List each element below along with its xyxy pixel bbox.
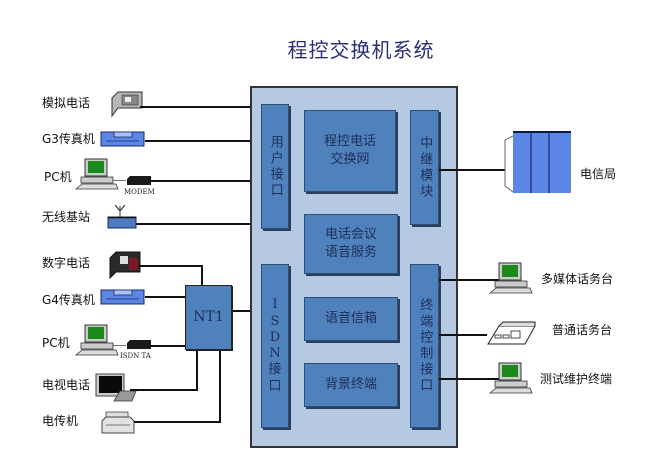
conference-line-1: 电话会议 — [324, 227, 377, 243]
isdn-ta-label: ISDN TA — [120, 352, 151, 360]
terminal-control-block: 终端控制接口 — [410, 264, 439, 428]
label-telecom-office: 电信局 — [580, 167, 617, 181]
pc-icon — [74, 158, 119, 190]
label-multimedia-console: 多媒体话务台 — [541, 272, 614, 286]
g3-fax-icon — [100, 131, 145, 147]
background-terminal-block: 背景终端 — [304, 363, 398, 407]
label-pc-2: PC机 — [42, 336, 70, 350]
label-base-station: 无线基站 — [42, 210, 91, 224]
line-isdn-ta — [150, 345, 185, 347]
teletype-icon — [101, 411, 135, 434]
conference-block: 电话会议 语音服务 — [304, 214, 398, 274]
pc-icon — [74, 324, 119, 356]
modem-icon — [127, 176, 151, 185]
label-pc-1: PC机 — [44, 170, 72, 184]
isdn-char: D — [269, 329, 281, 345]
label-test-terminal: 测试维护终端 — [540, 372, 613, 386]
user-interface-block: 用户接口 — [261, 104, 289, 229]
line-teletype — [134, 421, 220, 423]
voicemail-block: 语音信箱 — [304, 297, 398, 341]
isdn-char: S — [270, 313, 280, 329]
label-teletype: 电传机 — [42, 414, 79, 428]
video-phone-icon — [95, 373, 137, 402]
telecom-office-icon — [504, 131, 571, 193]
conference-line-2: 语音服务 — [324, 245, 377, 260]
nt1-box: NT1 — [185, 285, 232, 350]
digital-phone-icon — [109, 251, 141, 280]
line-base-station — [136, 223, 262, 225]
ordinary-console-icon — [487, 321, 536, 345]
switch-network-line-2: 交换网 — [330, 152, 370, 167]
line-video-phone — [130, 389, 197, 391]
switch-network-line-1: 程控电话 — [323, 134, 376, 150]
line-g4-fax — [145, 296, 185, 298]
label-digital-phone: 数字电话 — [42, 256, 91, 270]
line-digital-phone-v — [201, 265, 203, 285]
isdn-char: I — [272, 297, 278, 313]
isdn-char: N — [269, 346, 281, 361]
diagram-title: 程控交换机系统 — [287, 38, 435, 62]
line-pc-to-modem — [112, 180, 126, 181]
isdn-char: 口 — [268, 378, 282, 394]
label-analog-phone: 模拟电话 — [42, 96, 91, 110]
line-analog-phone — [140, 106, 262, 108]
line-g3-fax — [145, 140, 262, 142]
line-multimedia-console — [439, 279, 499, 281]
isdn-ta-icon — [127, 340, 151, 349]
label-video-phone: 电视电话 — [42, 378, 91, 392]
switch-network-block: 程控电话 交换网 — [304, 110, 396, 192]
label-ordinary-console: 普通话务台 — [552, 323, 613, 337]
line-video-phone-v — [196, 350, 198, 391]
test-terminal-icon — [488, 362, 533, 394]
base-station-icon — [107, 204, 137, 229]
g4-fax-icon — [100, 289, 145, 305]
isdn-char: 接 — [268, 362, 282, 378]
line-pc-to-ta — [112, 345, 126, 346]
analog-phone-icon — [111, 91, 143, 118]
label-g3-fax: G3传真机 — [42, 132, 95, 146]
line-test-terminal — [439, 378, 499, 380]
line-nt1-isdn — [232, 310, 262, 312]
line-digital-phone — [138, 265, 202, 267]
isdn-interface-block: I S D N 接 口 — [261, 264, 289, 428]
multimedia-console-icon — [488, 262, 533, 294]
line-trunk-telecom — [439, 169, 505, 171]
line-teletype-v — [219, 350, 221, 423]
label-g4-fax: G4传真机 — [42, 293, 95, 307]
trunk-module-block: 中继模块 — [410, 110, 439, 225]
line-pc-modem — [150, 180, 262, 182]
line-ordinary-console — [439, 334, 487, 336]
modem-label: MODEM — [124, 188, 155, 196]
